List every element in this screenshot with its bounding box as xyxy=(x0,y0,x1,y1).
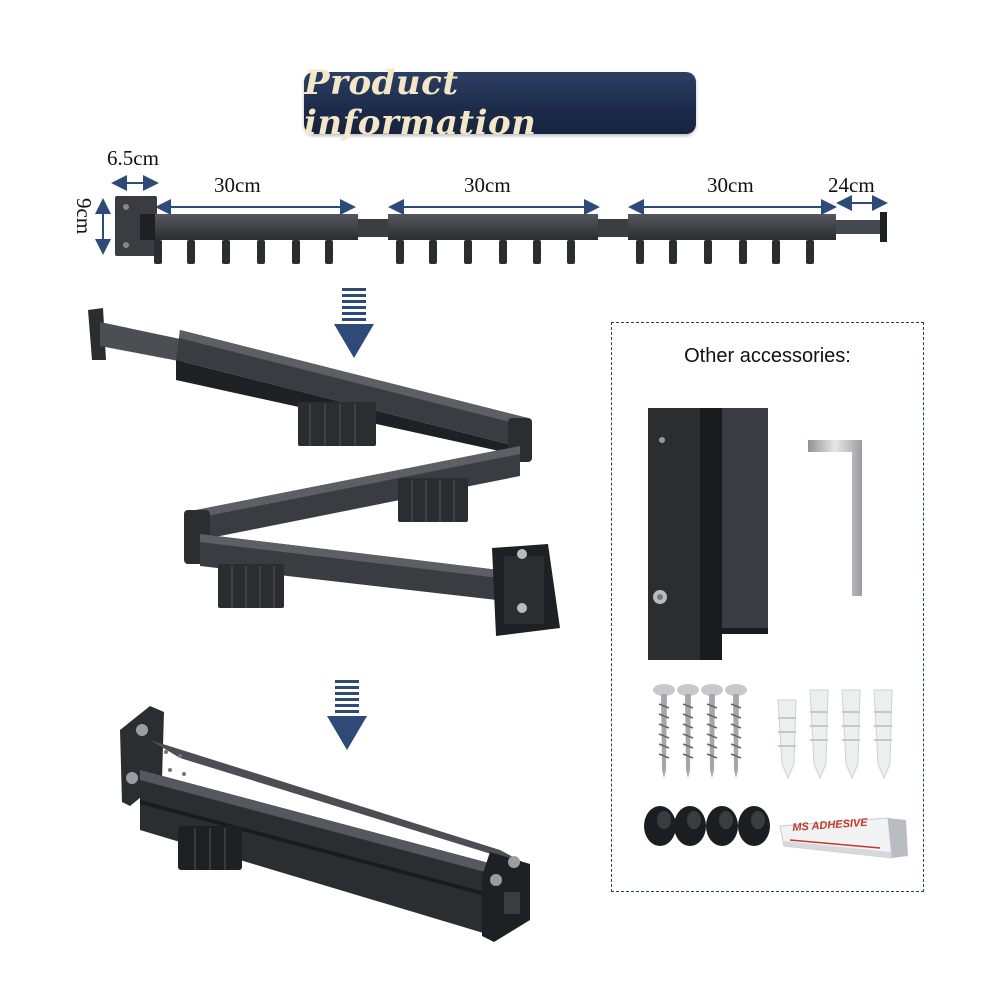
dim-segment-1: 30cm xyxy=(214,173,261,197)
down-arrow-icon xyxy=(334,288,374,358)
accessories-panel: Other accessories: xyxy=(611,322,924,892)
title-banner: Product information xyxy=(304,63,696,143)
page-title: Product information xyxy=(304,63,537,143)
extended-rack xyxy=(115,196,887,264)
dim-segment-3: 30cm xyxy=(707,173,754,197)
accessories-title: Other accessories: xyxy=(684,345,851,367)
down-arrow-icon xyxy=(327,680,367,750)
folding-rack xyxy=(88,308,560,636)
dim-bracket-width: 6.5cm xyxy=(107,146,159,170)
dim-end-piece: 24cm xyxy=(828,173,875,197)
folded-rack xyxy=(120,706,530,942)
dim-segment-2: 30cm xyxy=(464,173,511,197)
dimension-arrows xyxy=(95,175,888,255)
